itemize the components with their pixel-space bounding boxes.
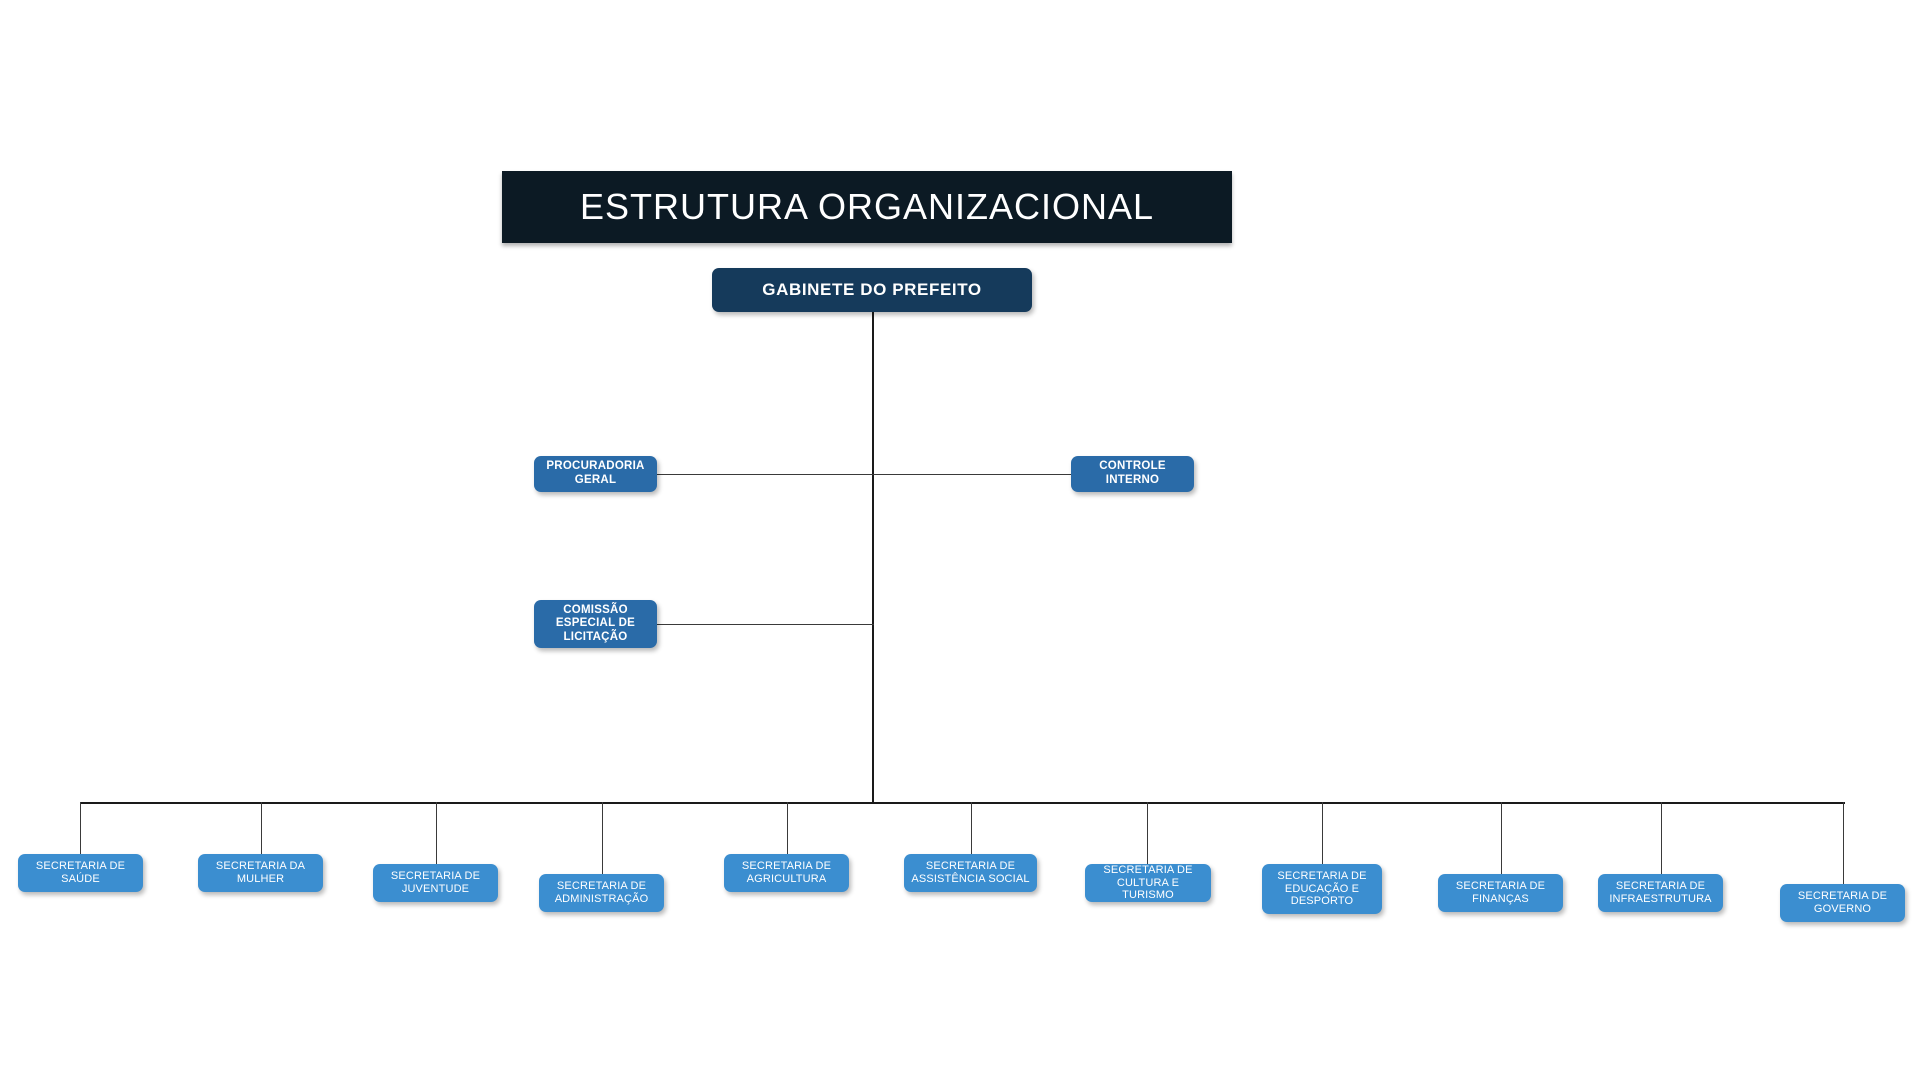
node-comissao-especial-de-licitacao[interactable]: COMISSÃO ESPECIAL DE LICITAÇÃO xyxy=(534,600,657,648)
node-secretaria-de-juventude[interactable]: SECRETARIA DE JUVENTUDE xyxy=(373,864,498,902)
node-secretaria-de-governo[interactable]: SECRETARIA DE GOVERNO xyxy=(1780,884,1905,922)
line-1: SECRETARIA DE xyxy=(741,860,832,873)
line-2: ADMINISTRAÇÃO xyxy=(554,893,649,905)
node-secretaria-de-financas[interactable]: SECRETARIA DE FINANÇAS xyxy=(1438,874,1563,912)
node-secretaria-de-educacao-e-desporto[interactable]: SECRETARIA DE EDUCAÇÃO E DESPORTO xyxy=(1262,864,1382,914)
page-title: ESTRUTURA ORGANIZACIONAL xyxy=(579,186,1155,227)
line-2: INFRAESTRUTURA xyxy=(1609,893,1712,905)
connector-drop-secretaria-de-cultura-e-turismo xyxy=(1147,802,1149,865)
line-2: FINANÇAS xyxy=(1472,893,1529,905)
line-2: GERAL xyxy=(574,474,617,486)
connector-drop-secretaria-de-governo xyxy=(1843,802,1845,885)
line-2: SAÚDE xyxy=(61,873,100,885)
page-title-banner: ESTRUTURA ORGANIZACIONAL xyxy=(502,171,1232,243)
node-label-comissao-especial-de-licitacao: COMISSÃO ESPECIAL DE LICITAÇÃO xyxy=(540,604,651,645)
node-secretaria-de-infraestrutura[interactable]: SECRETARIA DE INFRAESTRUTURA xyxy=(1598,874,1723,912)
line-1: SECRETARIA DE xyxy=(35,860,126,873)
line-2: CULTURA E TURISMO xyxy=(1116,876,1180,902)
line-2: ASSISTÊNCIA SOCIAL xyxy=(911,873,1030,885)
line-2: MULHER xyxy=(236,873,285,885)
connector-trunk-main xyxy=(872,312,874,803)
connector-drop-secretaria-de-financas xyxy=(1501,802,1503,875)
node-label-secretaria-de-saude: SECRETARIA DE SAÚDE xyxy=(24,860,137,886)
node-label-secretaria-da-mulher: SECRETARIA DA MULHER xyxy=(204,860,317,886)
line-2: GOVERNO xyxy=(1813,903,1872,915)
node-gabinete-do-prefeito[interactable]: GABINETE DO PREFEITO xyxy=(712,268,1032,312)
node-secretaria-da-mulher[interactable]: SECRETARIA DA MULHER xyxy=(198,854,323,892)
node-label-secretaria-de-governo: SECRETARIA DE GOVERNO xyxy=(1786,890,1899,916)
node-procuradoria-geral[interactable]: PROCURADORIA GERAL xyxy=(534,456,657,492)
connector-procuradoria-geral xyxy=(656,474,874,476)
line-1: SECRETARIA DE xyxy=(1277,869,1367,882)
line-1: SECRETARIA DE xyxy=(556,880,647,893)
line-2: ESPECIAL DE xyxy=(555,617,636,630)
connector-drop-secretaria-de-juventude xyxy=(436,802,438,865)
node-secretaria-de-agricultura[interactable]: SECRETARIA DE AGRICULTURA xyxy=(724,854,849,892)
line-1: SECRETARIA DA xyxy=(215,860,306,873)
node-label-controle-interno: CONTROLE INTERNO xyxy=(1077,460,1188,487)
line-1: SECRETARIA DE xyxy=(1455,880,1546,893)
line-2: AGRICULTURA xyxy=(746,873,827,885)
line-2: EDUCAÇÃO E xyxy=(1284,882,1360,895)
line-1: SECRETARIA DE xyxy=(925,860,1016,873)
node-secretaria-de-administracao[interactable]: SECRETARIA DE ADMINISTRAÇÃO xyxy=(539,874,664,912)
line-1: SECRETARIA DE xyxy=(390,870,481,883)
line-2: JUVENTUDE xyxy=(401,883,470,895)
node-label-secretaria-de-infraestrutura: SECRETARIA DE INFRAESTRUTURA xyxy=(1604,880,1717,906)
node-label-gabinete-do-prefeito: GABINETE DO PREFEITO xyxy=(762,279,982,299)
connector-drop-secretaria-da-mulher xyxy=(261,802,263,855)
connector-drop-secretaria-de-assistencia-social xyxy=(971,802,973,855)
node-label-secretaria-de-juventude: SECRETARIA DE JUVENTUDE xyxy=(379,870,492,896)
node-controle-interno[interactable]: CONTROLE INTERNO xyxy=(1071,456,1194,492)
line-2: INTERNO xyxy=(1105,474,1160,486)
line-3: LICITAÇÃO xyxy=(563,630,628,643)
node-secretaria-de-saude[interactable]: SECRETARIA DE SAÚDE xyxy=(18,854,143,892)
connector-drop-secretaria-de-agricultura xyxy=(787,802,789,855)
node-label-secretaria-de-agricultura: SECRETARIA DE AGRICULTURA xyxy=(730,860,843,886)
connector-drop-secretaria-de-saude xyxy=(80,802,82,855)
line-1: SECRETARIA DE xyxy=(1103,863,1193,876)
line-1: SECRETARIA DE xyxy=(1797,890,1888,903)
connector-comissao-especial-licitacao xyxy=(656,624,874,626)
connector-drop-secretaria-de-administracao xyxy=(602,802,604,875)
line-1: SECRETARIA DE xyxy=(1615,880,1706,893)
line-1: COMISSÃO xyxy=(563,603,628,616)
node-label-secretaria-de-cultura-e-turismo: SECRETARIA DE CULTURA E TURISMO xyxy=(1091,864,1205,903)
line-1: CONTROLE xyxy=(1099,460,1166,473)
node-secretaria-de-assistencia-social[interactable]: SECRETARIA DE ASSISTÊNCIA SOCIAL xyxy=(904,854,1037,892)
node-label-secretaria-de-administracao: SECRETARIA DE ADMINISTRAÇÃO xyxy=(545,880,658,906)
node-label-secretaria-de-assistencia-social: SECRETARIA DE ASSISTÊNCIA SOCIAL xyxy=(910,860,1031,886)
connector-drop-secretaria-de-infraestrutura xyxy=(1661,802,1663,875)
line-1: PROCURADORIA xyxy=(546,460,645,473)
node-secretaria-de-cultura-e-turismo[interactable]: SECRETARIA DE CULTURA E TURISMO xyxy=(1085,864,1211,902)
connector-controle-interno xyxy=(872,474,1072,476)
node-label-procuradoria-geral: PROCURADORIA GERAL xyxy=(540,460,651,487)
connector-drop-secretaria-de-educacao-e-desporto xyxy=(1322,802,1324,865)
node-label-secretaria-de-educacao-e-desporto: SECRETARIA DE EDUCAÇÃO E DESPORTO xyxy=(1268,870,1376,909)
node-label-secretaria-de-financas: SECRETARIA DE FINANÇAS xyxy=(1444,880,1557,906)
line-3: DESPORTO xyxy=(1290,895,1354,908)
connector-department-bus xyxy=(80,802,1845,804)
